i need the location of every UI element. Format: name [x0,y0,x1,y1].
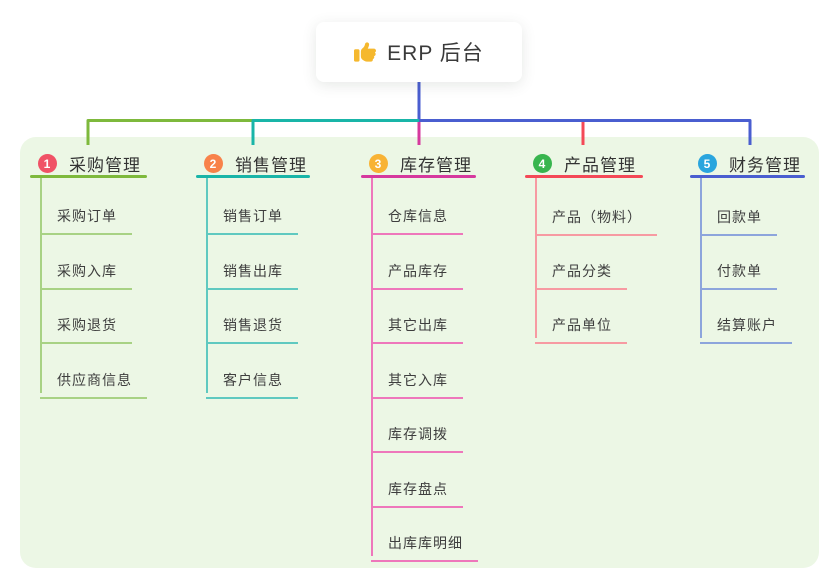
node-product-material[interactable]: 产品（物料） [535,201,657,236]
node-other-outbound[interactable]: 其它出库 [371,309,463,344]
branch-finance-title: 财务管理 [729,156,801,175]
node-sales-outbound[interactable]: 销售出库 [206,255,298,290]
branch-sales-underline [196,175,310,178]
branch-purchase-vline [40,178,42,393]
node-sales-return[interactable]: 销售退货 [206,309,298,344]
branch-product-title: 产品管理 [564,156,636,175]
branch-finance-vline [700,178,702,338]
node-customer-info[interactable]: 客户信息 [206,364,298,399]
node-product-category[interactable]: 产品分类 [535,255,627,290]
root-node-erp-backend[interactable]: ERP 后台 [316,22,522,82]
branch-inventory-title: 库存管理 [400,156,472,175]
badge-4: 4 [533,154,552,173]
branch-sales-vline [206,178,208,393]
branch-product-header[interactable]: 4 产品管理 [533,151,636,176]
node-product-stock[interactable]: 产品库存 [371,255,463,290]
branch-inventory-header[interactable]: 3 库存管理 [369,151,472,176]
badge-1: 1 [38,154,57,173]
node-purchase-inbound[interactable]: 采购入库 [40,255,132,290]
branch-purchase-header[interactable]: 1 采购管理 [38,151,141,176]
branch-finance-header[interactable]: 5 财务管理 [698,151,801,176]
node-purchase-return[interactable]: 采购退货 [40,309,132,344]
branch-sales-title: 销售管理 [235,156,307,175]
branch-inventory-vline [371,178,373,556]
branch-product-underline [525,175,643,178]
branch-inventory-underline [361,175,476,178]
root-node-label: ERP 后台 [387,42,484,65]
node-outbound-detail[interactable]: 出库库明细 [371,527,478,562]
node-stock-transfer[interactable]: 库存调拨 [371,418,463,453]
node-warehouse-info[interactable]: 仓库信息 [371,200,463,235]
branch-product-vline [535,178,537,338]
node-other-inbound[interactable]: 其它入库 [371,364,463,399]
branch-purchase-title: 采购管理 [69,156,141,175]
mindmap-canvas-panel [20,137,819,568]
node-settlement-account[interactable]: 结算账户 [700,309,792,344]
node-supplier-info[interactable]: 供应商信息 [40,364,147,399]
branch-sales-header[interactable]: 2 销售管理 [204,151,307,176]
branch-finance-underline [690,175,805,178]
badge-5: 5 [698,154,717,173]
branch-purchase-underline [30,175,147,178]
thumbs-up-icon [354,42,377,62]
node-receipt-bill[interactable]: 回款单 [700,201,777,236]
node-product-unit[interactable]: 产品单位 [535,309,627,344]
badge-3: 3 [369,154,388,173]
node-payment-bill[interactable]: 付款单 [700,255,777,290]
node-sales-order[interactable]: 销售订单 [206,200,298,235]
badge-2: 2 [204,154,223,173]
node-stock-count[interactable]: 库存盘点 [371,473,463,508]
node-purchase-order[interactable]: 采购订单 [40,200,132,235]
